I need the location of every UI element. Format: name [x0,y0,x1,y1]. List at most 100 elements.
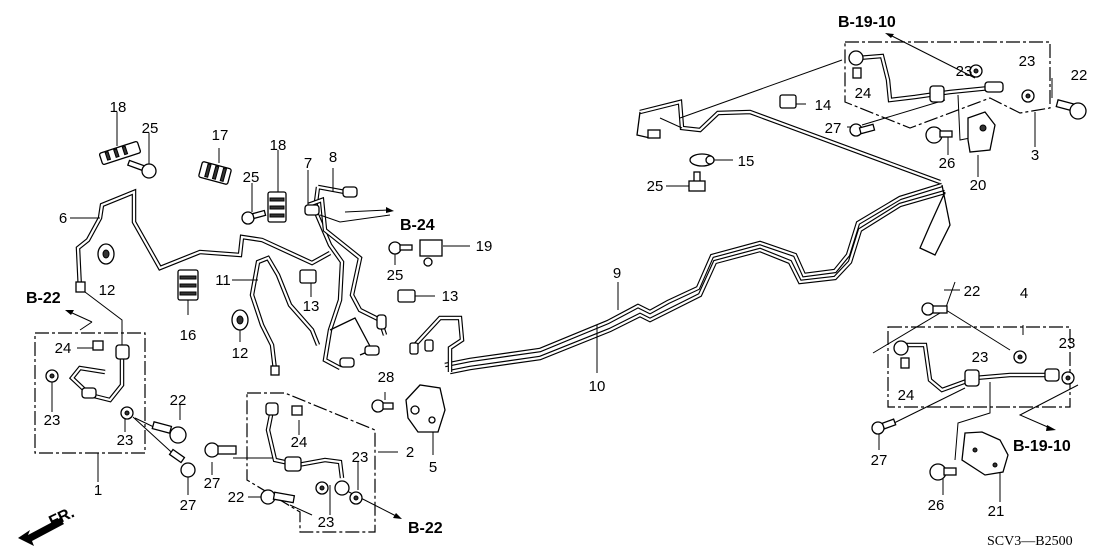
clip-24c [92,340,104,351]
bolt-27d [204,442,237,458]
bolt-22c [151,420,187,444]
callout-27: 27 [180,497,197,514]
brake-pipe-7-8 [304,184,388,370]
callout-22: 22 [964,283,981,300]
ref-b22-bottom[interactable]: B-22 [408,520,443,537]
callout-22: 22 [1071,67,1088,84]
ref-b19-10-top[interactable]: B-19-10 [838,14,896,31]
clip-14 [779,94,797,109]
callout-22: 22 [170,392,187,409]
ref-b22-left[interactable]: B-22 [26,290,61,307]
callout-27: 27 [204,475,221,492]
callout-23: 23 [44,412,61,429]
callout-23: 23 [352,449,369,466]
bracket-19 [419,239,443,267]
callout-13: 13 [442,288,459,305]
clip-24d [291,405,303,416]
callout-25: 25 [387,267,404,284]
clamp-18b [267,191,287,223]
callout-11: 11 [215,272,231,289]
bolt-26b [929,463,957,481]
hose-1 [68,344,130,403]
reference-labels: B-22 B-22 B-24 B-19-10 B-19-10 FR. SCV3—… [26,14,1073,549]
hose-3 [848,50,1004,103]
callout-9: 9 [613,265,621,282]
callout-3: 3 [1031,147,1039,164]
bolt-22b [921,302,948,316]
bolt-25b [241,209,267,225]
callout-23: 23 [1059,335,1076,352]
callout-12: 12 [99,282,116,299]
bolt-26a [925,126,953,144]
bolt-25a [126,159,157,179]
assembly-boxes [34,41,1071,533]
callout-1: 1 [94,482,102,499]
callout-5: 5 [429,459,437,476]
callout-25: 25 [142,120,159,137]
callout-2: 2 [406,444,414,461]
hose-4 [893,340,1060,393]
bolt-27a [849,123,876,137]
callout-21: 21 [988,503,1005,520]
grommet-12b [231,309,249,331]
drawing-code: SCV3—B2500 [987,534,1073,549]
washer-23d [1061,371,1075,385]
leader-lines [51,78,1053,516]
washer-23h [349,491,363,505]
washer-23g [315,481,329,495]
grommet-12a [97,243,115,265]
clamp-16 [177,269,199,301]
bolt-22d [260,489,296,505]
callout-26: 26 [928,497,945,514]
hose-2 [265,402,350,496]
bolt-28 [371,399,394,413]
brake-pipe-11 [249,255,321,376]
callout-26: 26 [939,155,956,172]
clip-13a [299,269,317,284]
callout-25: 25 [243,169,260,186]
bolt-27b [871,418,897,435]
callout-6: 6 [59,210,67,227]
callout-24: 24 [898,387,915,404]
brake-pipe-6 [75,188,332,293]
callout-23: 23 [956,63,973,80]
brake-pipe-rear-upper [636,59,941,185]
callout-23: 23 [972,349,989,366]
callout-20: 20 [970,177,987,194]
washer-23f [120,406,134,420]
clip-13b [397,289,416,303]
clamp-17 [198,161,232,185]
callout-labels: 18 25 17 18 25 7 8 6 12 11 16 12 13 25 1… [44,53,1088,531]
callout-23: 23 [1019,53,1036,70]
callout-25: 25 [647,178,664,195]
washer-23b [1021,89,1035,103]
valve-5 [405,384,446,433]
bracket-21 [961,431,1009,476]
clip-15 [689,153,715,167]
callout-28: 28 [378,369,395,386]
callout-19: 19 [476,238,493,255]
callout-18: 18 [270,137,287,154]
callout-24: 24 [855,85,872,102]
callout-7: 7 [304,155,312,172]
callout-24: 24 [55,340,72,357]
clip-24b [900,357,910,369]
bolt-25c [388,241,413,255]
ref-b19-10-right[interactable]: B-19-10 [1013,438,1071,455]
callout-18: 18 [110,99,127,116]
callout-17: 17 [212,127,229,144]
bolt-25d [688,171,706,192]
callout-22: 22 [228,489,245,506]
callout-16: 16 [180,327,197,344]
callout-4: 4 [1020,285,1028,302]
washer-23e [45,369,59,383]
callout-15: 15 [738,153,755,170]
callout-8: 8 [329,149,337,166]
callout-27: 27 [825,120,842,137]
brake-pipe-bundle-9-10 [444,182,951,375]
callout-14: 14 [815,97,832,114]
brake-pipe-junction [409,315,465,372]
reference-arrows [65,33,1079,519]
ref-b24[interactable]: B-24 [400,217,435,234]
